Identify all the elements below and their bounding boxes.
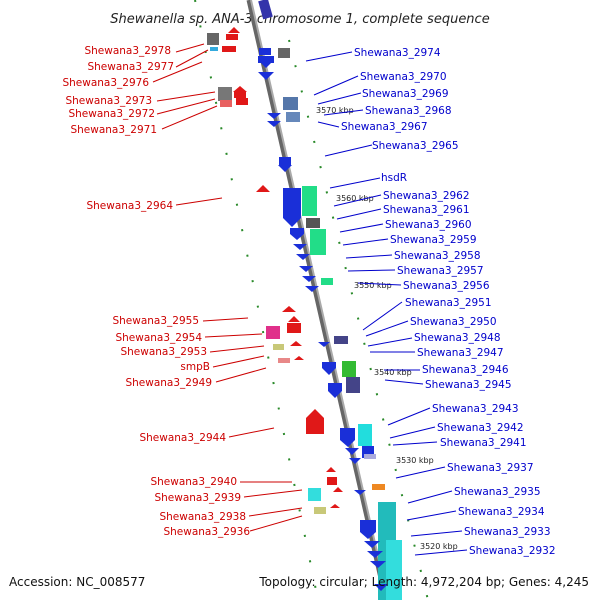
scale-labels: 3570 kbp 3560 kbp 3550 kbp 3540 kbp 3530… xyxy=(316,106,458,551)
gene-label[interactable]: Shewana3_2947 xyxy=(417,347,504,359)
gene-label[interactable]: Shewana3_2968 xyxy=(365,105,452,117)
gene-label[interactable]: hsdR xyxy=(381,172,407,184)
gene-label[interactable]: Shewana3_2960 xyxy=(385,219,472,231)
gene-label[interactable]: Shewana3_2936 xyxy=(163,526,250,538)
gene-label[interactable]: Shewana3_2961 xyxy=(383,204,470,216)
left-gene-label-texts: Shewana3_2978 Shewana3_2977 Shewana3_297… xyxy=(62,45,250,538)
gene-label[interactable]: Shewana3_2938 xyxy=(159,511,246,523)
gene-label[interactable]: Shewana3_2943 xyxy=(432,403,519,415)
gene-label[interactable]: Shewana3_2948 xyxy=(414,332,501,344)
gene-label[interactable]: Shewana3_2976 xyxy=(62,77,149,89)
scale-label: 3570 kbp xyxy=(316,106,354,115)
gene-label[interactable]: Shewana3_2951 xyxy=(405,297,492,309)
gene-label[interactable]: Shewana3_2956 xyxy=(403,280,490,292)
gene-label[interactable]: Shewana3_2974 xyxy=(354,47,441,59)
scale-label: 3540 kbp xyxy=(374,368,412,377)
gene-label[interactable]: Shewana3_2973 xyxy=(65,95,152,107)
gene-label[interactable]: Shewana3_2971 xyxy=(70,124,157,136)
gene-label[interactable]: Shewana3_2962 xyxy=(383,190,470,202)
gene-label[interactable]: Shewana3_2959 xyxy=(390,234,477,246)
scale-label: 3520 kbp xyxy=(420,542,458,551)
gene-label[interactable]: Shewana3_2941 xyxy=(440,437,527,449)
gene-label[interactable]: Shewana3_2945 xyxy=(425,379,512,391)
gene-label[interactable]: Shewana3_2937 xyxy=(447,462,534,474)
gene-label[interactable]: Shewana3_2933 xyxy=(464,526,551,538)
gene-label[interactable]: Shewana3_2949 xyxy=(125,377,212,389)
map-title: Shewanella sp. ANA-3 chromosome 1, compl… xyxy=(110,12,489,27)
reverse-strand-genes xyxy=(258,48,402,600)
scale-label: 3530 kbp xyxy=(396,456,434,465)
scale-label: 3560 kbp xyxy=(336,194,374,203)
gene-label[interactable]: Shewana3_2953 xyxy=(120,346,207,358)
gene-label[interactable]: Shewana3_2946 xyxy=(422,364,509,376)
gene-label[interactable]: Shewana3_2950 xyxy=(410,316,497,328)
gene-label[interactable]: Shewana3_2958 xyxy=(394,250,481,262)
gene-label[interactable]: Shewana3_2957 xyxy=(397,265,484,277)
scale-label: 3550 kbp xyxy=(354,281,392,290)
gene-label[interactable]: smpB xyxy=(180,361,210,373)
left-gene-labels xyxy=(152,43,303,532)
right-gene-label-texts: Shewana3_2974 Shewana3_2970 Shewana3_296… xyxy=(341,47,556,557)
gene-label[interactable]: Shewana3_2932 xyxy=(469,545,556,557)
gene-label[interactable]: Shewana3_2944 xyxy=(139,432,226,444)
gene-label[interactable]: Shewana3_2942 xyxy=(437,422,524,434)
gene-label[interactable]: Shewana3_2934 xyxy=(458,506,545,518)
gene-label[interactable]: Shewana3_2940 xyxy=(150,476,237,488)
chromosome-backbone xyxy=(246,0,389,600)
gene-label[interactable]: Shewana3_2970 xyxy=(360,71,447,83)
gene-label[interactable]: Shewana3_2978 xyxy=(84,45,171,57)
gene-label[interactable]: Shewana3_2969 xyxy=(362,88,449,100)
gene-label[interactable]: Shewana3_2965 xyxy=(372,140,459,152)
gene-label[interactable]: Shewana3_2955 xyxy=(112,315,199,327)
gene-label[interactable]: Shewana3_2954 xyxy=(115,332,202,344)
gene-label[interactable]: Shewana3_2972 xyxy=(68,108,155,120)
topology-text: Topology: circular; Length: 4,972,204 bp… xyxy=(258,575,589,589)
accession-text: Accession: NC_008577 xyxy=(9,575,145,589)
forward-strand-genes xyxy=(207,27,343,514)
gene-label[interactable]: Shewana3_2977 xyxy=(87,61,174,73)
gene-label[interactable]: Shewana3_2939 xyxy=(154,492,241,504)
gene-label[interactable]: Shewana3_2964 xyxy=(86,200,173,212)
right-gene-leaders xyxy=(305,51,468,556)
gene-label[interactable]: Shewana3_2967 xyxy=(341,121,428,133)
gene-label[interactable]: Shewana3_2935 xyxy=(454,486,541,498)
